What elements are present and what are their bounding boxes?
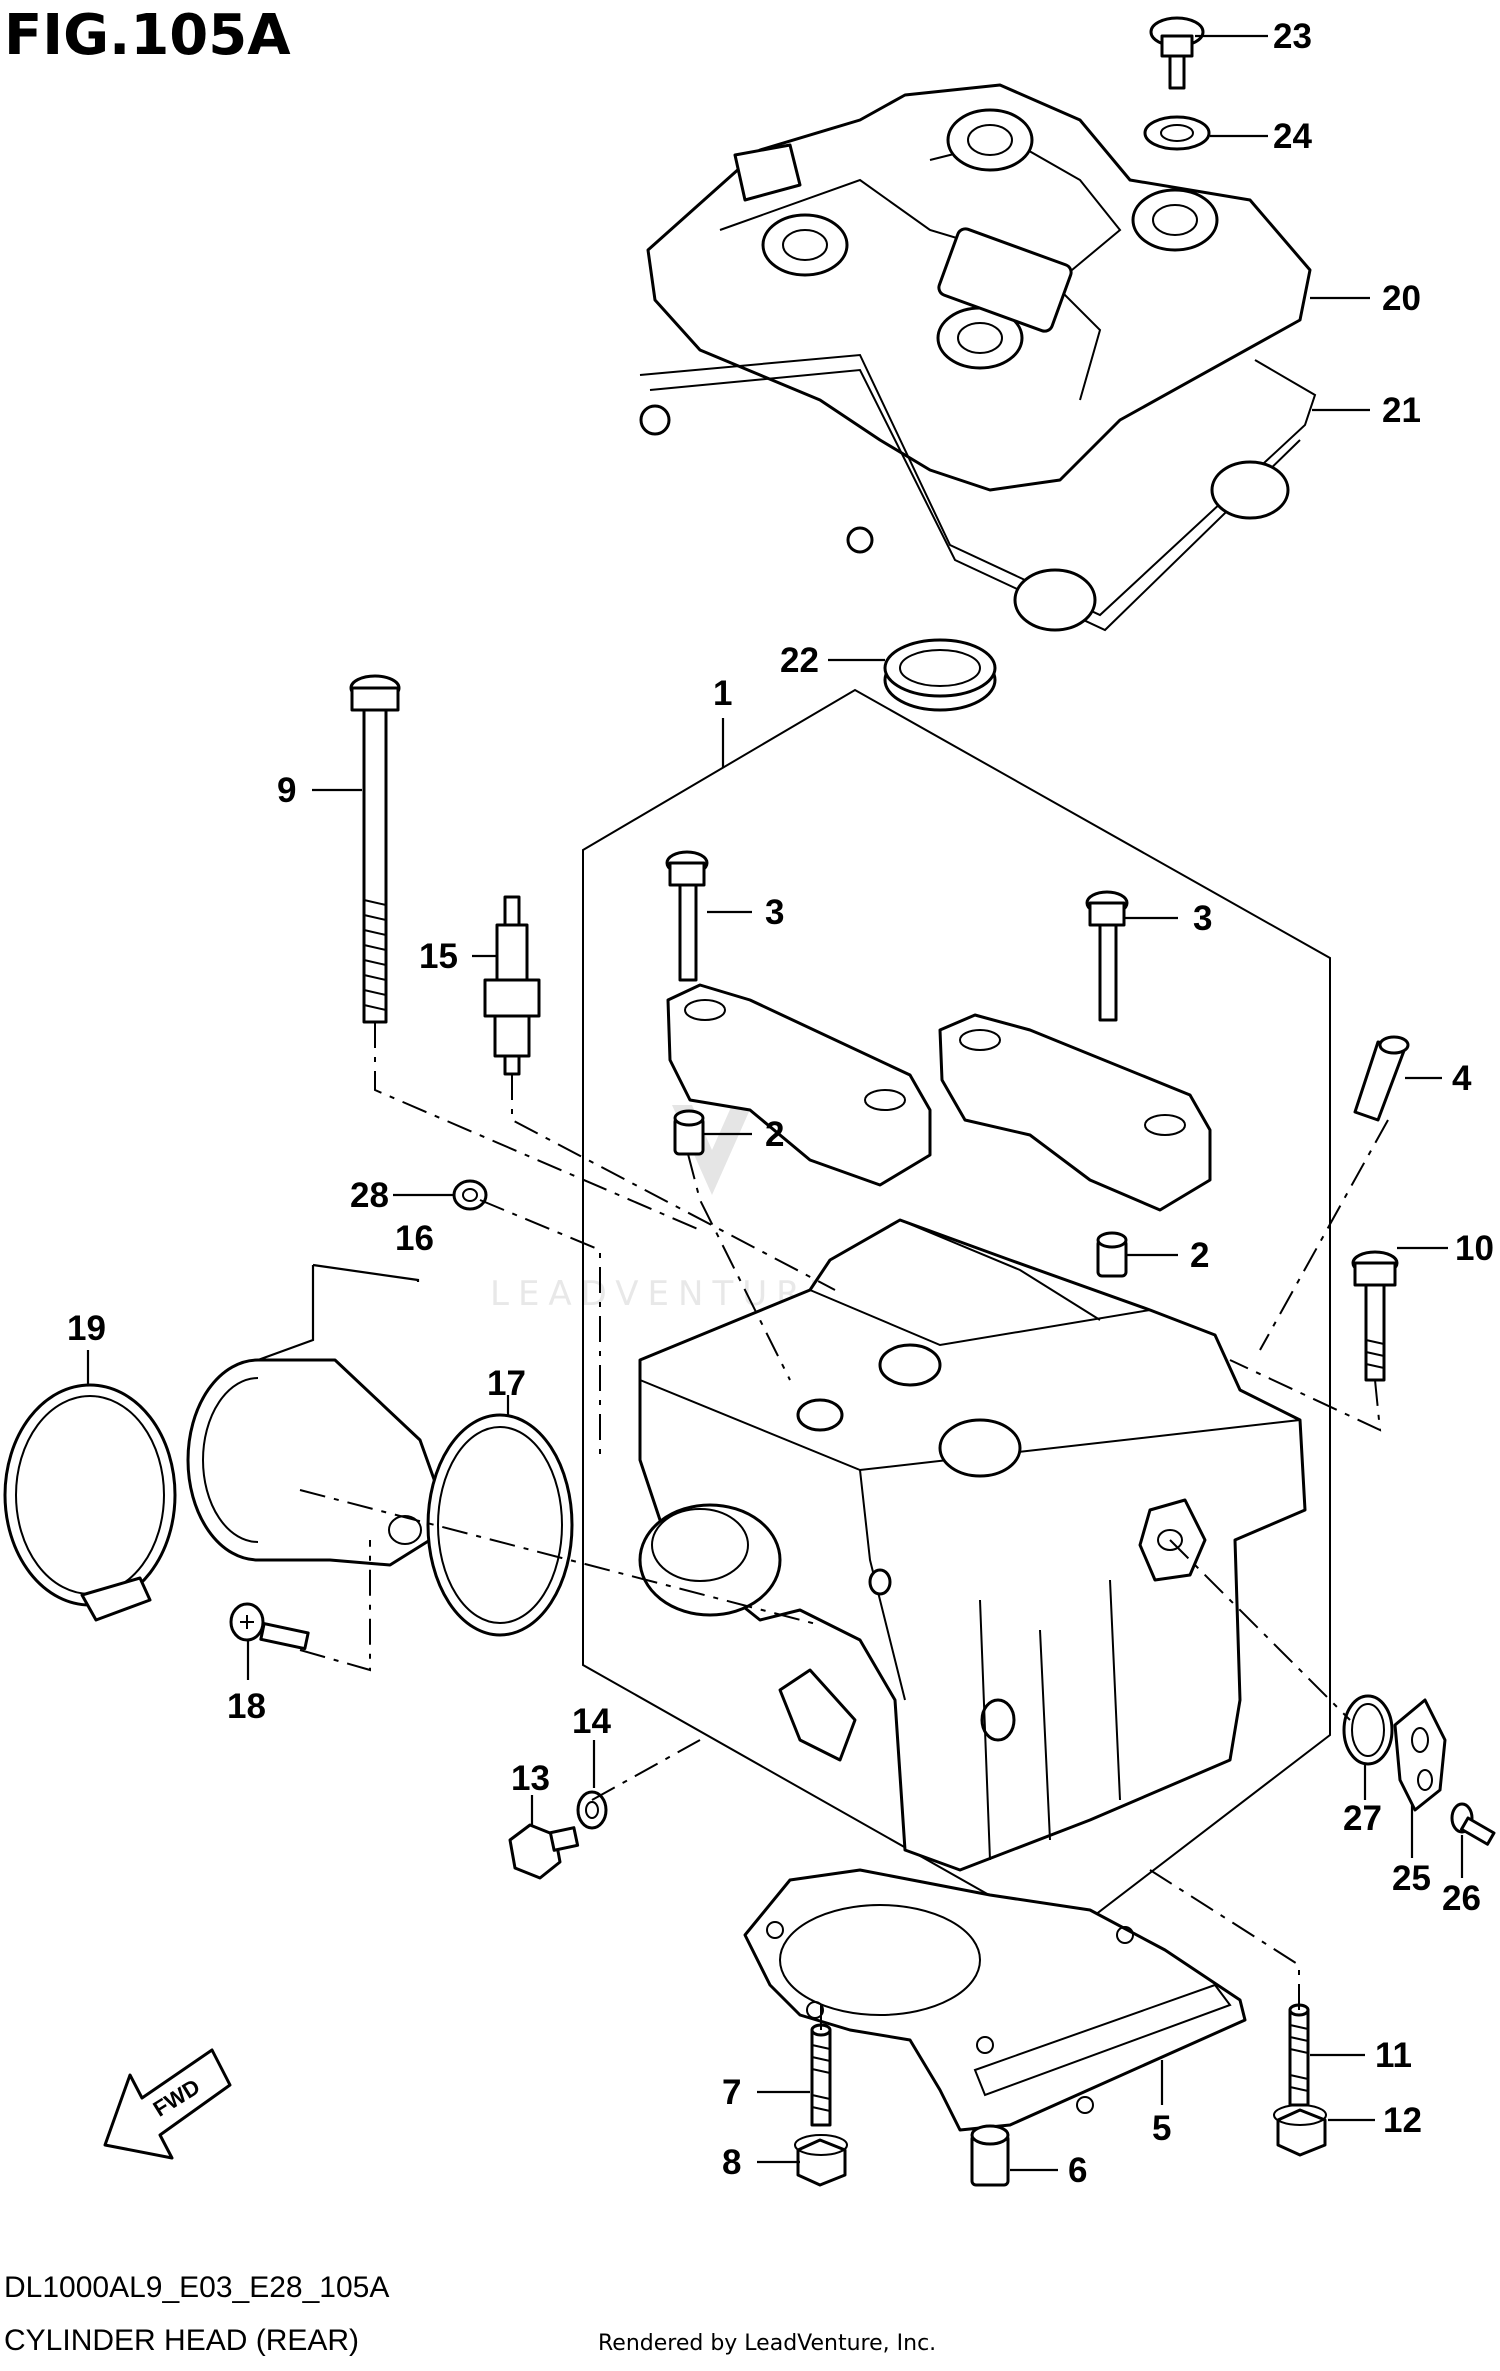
render-credit: Rendered by LeadVenture, Inc.: [598, 2331, 936, 2356]
callout-2-lower: 2: [1190, 1236, 1209, 1275]
callout-19: 19: [67, 1309, 106, 1348]
camshaft-cap-right[interactable]: [938, 1013, 1212, 1212]
callout-18: 18: [227, 1687, 266, 1726]
callout-22: 22: [780, 641, 819, 680]
sealing-washer[interactable]: [452, 1179, 488, 1211]
diagram-code: DL1000AL9_E03_E28_105A: [4, 2271, 389, 2304]
oil-pipe-pin[interactable]: [1353, 1035, 1410, 1122]
callout-5: 5: [1152, 2109, 1171, 2148]
callout-12: 12: [1383, 2101, 1422, 2140]
callouts: 23 24 20 21 22 1 9 3 3 15 4 2 2 28 10 16…: [67, 17, 1494, 2190]
callout-11: 11: [1375, 2036, 1412, 2075]
callout-24: 24: [1273, 117, 1312, 156]
intake-o-ring[interactable]: [426, 1413, 574, 1637]
camshaft-cap-left[interactable]: [666, 983, 932, 1187]
callout-8: 8: [722, 2143, 741, 2182]
cover-bolt[interactable]: [1149, 16, 1205, 90]
intake-clamp[interactable]: [3, 1383, 177, 1622]
cylinder-dowel-pin[interactable]: [970, 2124, 1010, 2187]
cylinder-head-bolt[interactable]: [1351, 1250, 1399, 1382]
callout-14: 14: [572, 1702, 611, 1741]
callout-3-left: 3: [765, 893, 784, 932]
intake-screw[interactable]: [229, 1602, 310, 1651]
callout-13: 13: [511, 1759, 550, 1798]
camshaft-cap-bolt-right[interactable]: [1085, 890, 1129, 1022]
spark-plug-seal[interactable]: [883, 638, 997, 712]
assembly-lines: [299, 1022, 1389, 2030]
cover-gasket[interactable]: [639, 353, 1317, 632]
cylinder-head-assembly-boundary: [582, 688, 1331, 1940]
stud-bolt-left[interactable]: [810, 2023, 832, 2127]
callout-21: 21: [1382, 391, 1421, 430]
callout-27: 27: [1343, 1799, 1382, 1838]
callout-17: 17: [487, 1364, 526, 1403]
oil-bolt[interactable]: [508, 1823, 580, 1880]
oil-bolt-washer[interactable]: [576, 1790, 608, 1830]
callout-10: 10: [1455, 1229, 1494, 1268]
cam-cover-o-ring[interactable]: [1342, 1694, 1394, 1766]
cylinder-head-cover[interactable]: [646, 83, 1312, 492]
callout-23: 23: [1273, 17, 1312, 56]
intake-pipe[interactable]: [186, 1358, 447, 1567]
cylinder-head[interactable]: [638, 1218, 1307, 1872]
diagram-caption: CYLINDER HEAD (REAR): [4, 2324, 359, 2357]
forward-direction-arrow: FWD: [103, 2048, 232, 2160]
callout-28: 28: [350, 1176, 389, 1215]
callout-26: 26: [1442, 1879, 1481, 1918]
callout-9: 9: [277, 771, 296, 810]
long-head-bolt[interactable]: [349, 674, 401, 1024]
callout-6: 6: [1068, 2151, 1087, 2190]
callout-4: 4: [1452, 1059, 1472, 1098]
callout-20: 20: [1382, 279, 1421, 318]
cam-end-cap[interactable]: [1393, 1698, 1447, 1812]
cylinder-head-gasket[interactable]: [743, 1868, 1247, 2132]
cam-end-cap-bolt[interactable]: [1450, 1802, 1496, 1846]
dowel-pin-upper[interactable]: [673, 1109, 705, 1156]
callout-25: 25: [1392, 1859, 1431, 1898]
callout-2-upper: 2: [765, 1115, 784, 1154]
leader-lines: [86, 34, 1464, 2172]
figure-title: FIG.105A: [4, 3, 291, 68]
callout-7: 7: [722, 2073, 741, 2112]
spark-plug[interactable]: [483, 895, 541, 1076]
cover-washer[interactable]: [1143, 115, 1211, 151]
cylinder-nut-left[interactable]: [794, 2134, 848, 2187]
callout-3-right: 3: [1193, 899, 1212, 938]
stud-bolt-right[interactable]: [1288, 2003, 1310, 2107]
camshaft-cap-bolt-left[interactable]: [665, 850, 709, 982]
dowel-pin-lower[interactable]: [1096, 1231, 1128, 1278]
callout-1: 1: [713, 674, 732, 713]
callout-15: 15: [419, 937, 458, 976]
cylinder-nut-right[interactable]: [1273, 2104, 1327, 2157]
callout-16: 16: [395, 1219, 434, 1258]
